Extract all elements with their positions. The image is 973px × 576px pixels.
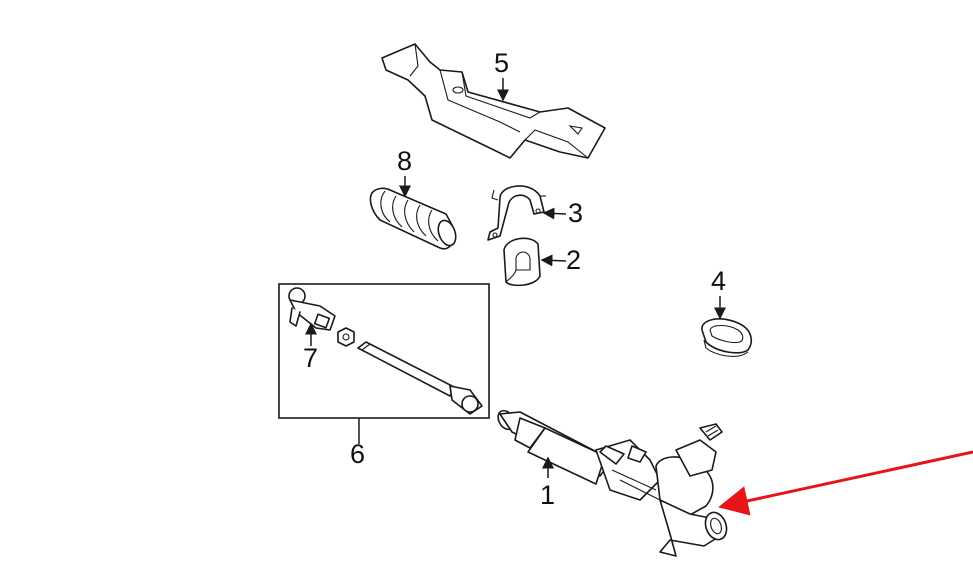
callout-3: 3 xyxy=(568,198,584,228)
callout-8: 8 xyxy=(397,146,413,176)
callout-5: 5 xyxy=(494,48,510,78)
part-8-bellows-boot xyxy=(369,187,457,250)
part-2-bushing xyxy=(503,237,541,287)
part-5-crossmember xyxy=(381,43,606,159)
highlight-arrow xyxy=(718,450,973,516)
callout-7: 7 xyxy=(303,343,319,373)
inner-tie-rod xyxy=(357,341,483,415)
leader-lines xyxy=(305,78,726,478)
part-3-clamp xyxy=(487,185,546,241)
part-7-tie-rod-end xyxy=(288,287,336,331)
callout-1: 1 xyxy=(540,480,556,510)
callout-4: 4 xyxy=(711,266,727,296)
part-1-steering-rack xyxy=(497,409,728,557)
part-6-kit-box xyxy=(278,283,490,419)
callout-2: 2 xyxy=(566,245,582,275)
part-4-insulator-ring xyxy=(701,318,753,357)
callout-6: 6 xyxy=(350,439,366,469)
jam-nut xyxy=(337,327,355,347)
